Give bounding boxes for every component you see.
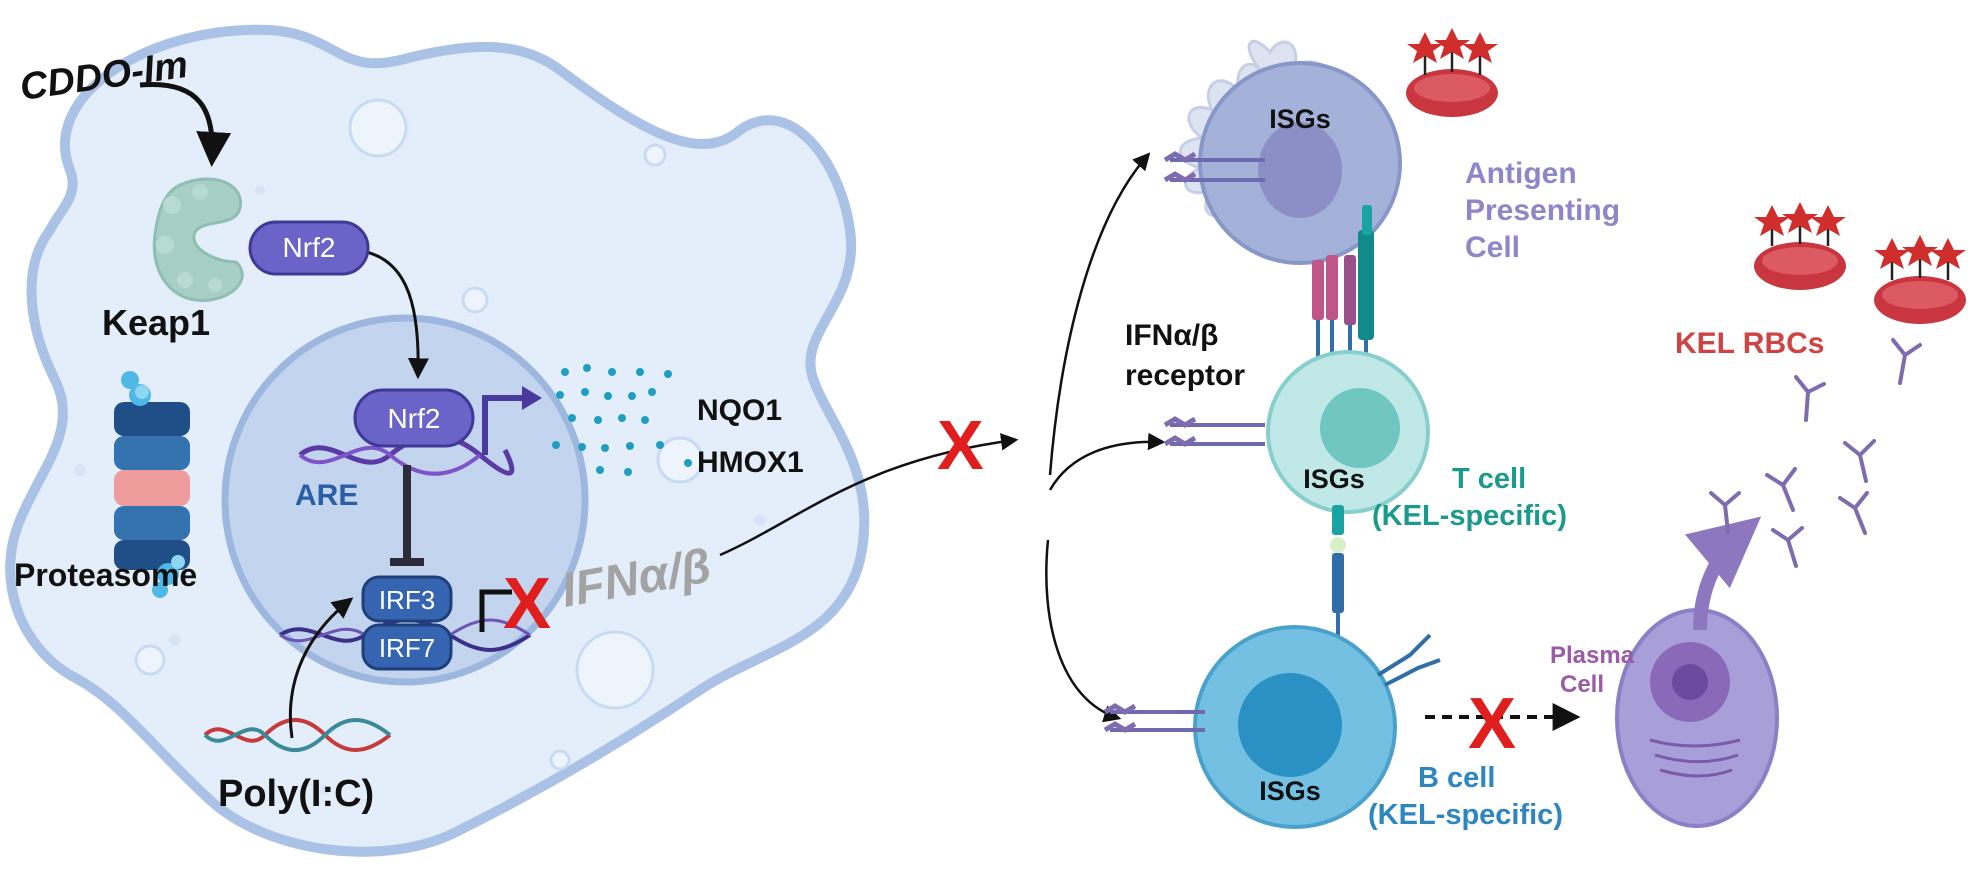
are-label: ARE	[295, 479, 358, 512]
vesicle	[74, 464, 86, 476]
tcell-label-line2: (KEL-specific)	[1372, 500, 1567, 532]
irf7-label: IRF7	[379, 633, 435, 663]
irf3-box	[361, 575, 453, 623]
nrf2-nucleus-label: Nrf2	[388, 403, 441, 434]
vesicle	[754, 514, 766, 526]
irf7-box	[361, 623, 453, 671]
transcription-start-arrow	[482, 395, 525, 455]
block-mark-differentiation: X	[1468, 684, 1516, 764]
plasma-cell	[1615, 608, 1779, 828]
ifn-secretion-arrow	[719, 433, 1019, 557]
branch-arrow-apc	[1048, 152, 1151, 476]
bcell-label-line2: (KEL-specific)	[1368, 799, 1563, 831]
rbc-middle-right	[1874, 235, 1966, 324]
proteasome-label: Proteasome	[14, 557, 197, 593]
apc-label-line2: Presenting	[1465, 194, 1620, 227]
antibody-cluster	[1709, 338, 1922, 568]
nrf2-cytoplasm-label: Nrf2	[283, 232, 336, 263]
cddo-to-keap1-arrow	[139, 81, 232, 167]
nrf2-translocation-arrow	[354, 248, 429, 380]
ifn-receptor-label-line2: receptor	[1125, 359, 1245, 392]
vesicle	[461, 286, 489, 314]
irf3-label: IRF3	[379, 585, 435, 615]
rbc-middle-left	[1754, 202, 1846, 290]
nqo1-label: NQO1	[697, 394, 782, 427]
vesicle	[320, 785, 330, 795]
branch-arrow-bcell	[1045, 539, 1122, 723]
vesicle	[348, 98, 408, 158]
polyic-rna	[203, 718, 392, 752]
plasma-label-line1: Plasma	[1550, 642, 1635, 669]
b-cell	[1193, 625, 1397, 829]
ifn-receptor-label-line1: IFNα/β	[1125, 319, 1218, 352]
hmox1-label: HMOX1	[697, 446, 804, 479]
rbc-top	[1406, 28, 1498, 117]
block-mark-ifn-promoter: X	[503, 564, 551, 644]
bcell-label-line1: B cell	[1418, 762, 1495, 794]
tcell-ifn-receptor	[1163, 416, 1265, 447]
vesicle	[134, 644, 166, 676]
vesicle	[656, 436, 704, 484]
tcell-label-line1: T cell	[1452, 463, 1526, 495]
block-mark-ifn-signal: X	[937, 406, 984, 484]
apc-label-line3: Cell	[1465, 231, 1520, 264]
keap1-protein	[152, 177, 244, 302]
apc-label-line1: Antigen	[1465, 157, 1577, 190]
vesicle	[255, 185, 265, 195]
vesicle	[169, 634, 181, 646]
polyic-label: Poly(I:C)	[218, 773, 374, 815]
isgs-apc-label: ISGs	[1269, 104, 1331, 134]
bcell-receptor	[1376, 633, 1441, 687]
keap1-label: Keap1	[102, 302, 210, 343]
isgs-bcell-label: ISGs	[1259, 776, 1321, 806]
nrf2-nucleus-box	[353, 388, 475, 448]
nrf2-cytoplasm-box	[248, 220, 370, 276]
tb-synapse	[1330, 505, 1346, 640]
proteasome-complex	[114, 371, 190, 598]
vesicle	[643, 143, 667, 167]
transcription-arrow-head	[522, 386, 542, 410]
vesicle	[575, 630, 655, 710]
gene-product-dots	[552, 364, 692, 476]
t-cell	[1266, 350, 1430, 514]
kel-rbcs-label: KEL RBCs	[1675, 327, 1824, 360]
vesicle	[549, 749, 571, 771]
apc-ifn-receptor	[1163, 151, 1265, 183]
bcell-ifn-receptor	[1103, 703, 1205, 733]
antibody-secretion-arrow	[1684, 516, 1762, 631]
polyic-to-irf-arrow	[288, 597, 354, 739]
branch-arrow-tcell	[1048, 432, 1166, 491]
plasma-label-line2: Cell	[1560, 671, 1604, 698]
isgs-tcell-label: ISGs	[1303, 464, 1365, 494]
inhibition-line	[390, 465, 424, 566]
ifn-promoter-arrow	[479, 589, 512, 632]
